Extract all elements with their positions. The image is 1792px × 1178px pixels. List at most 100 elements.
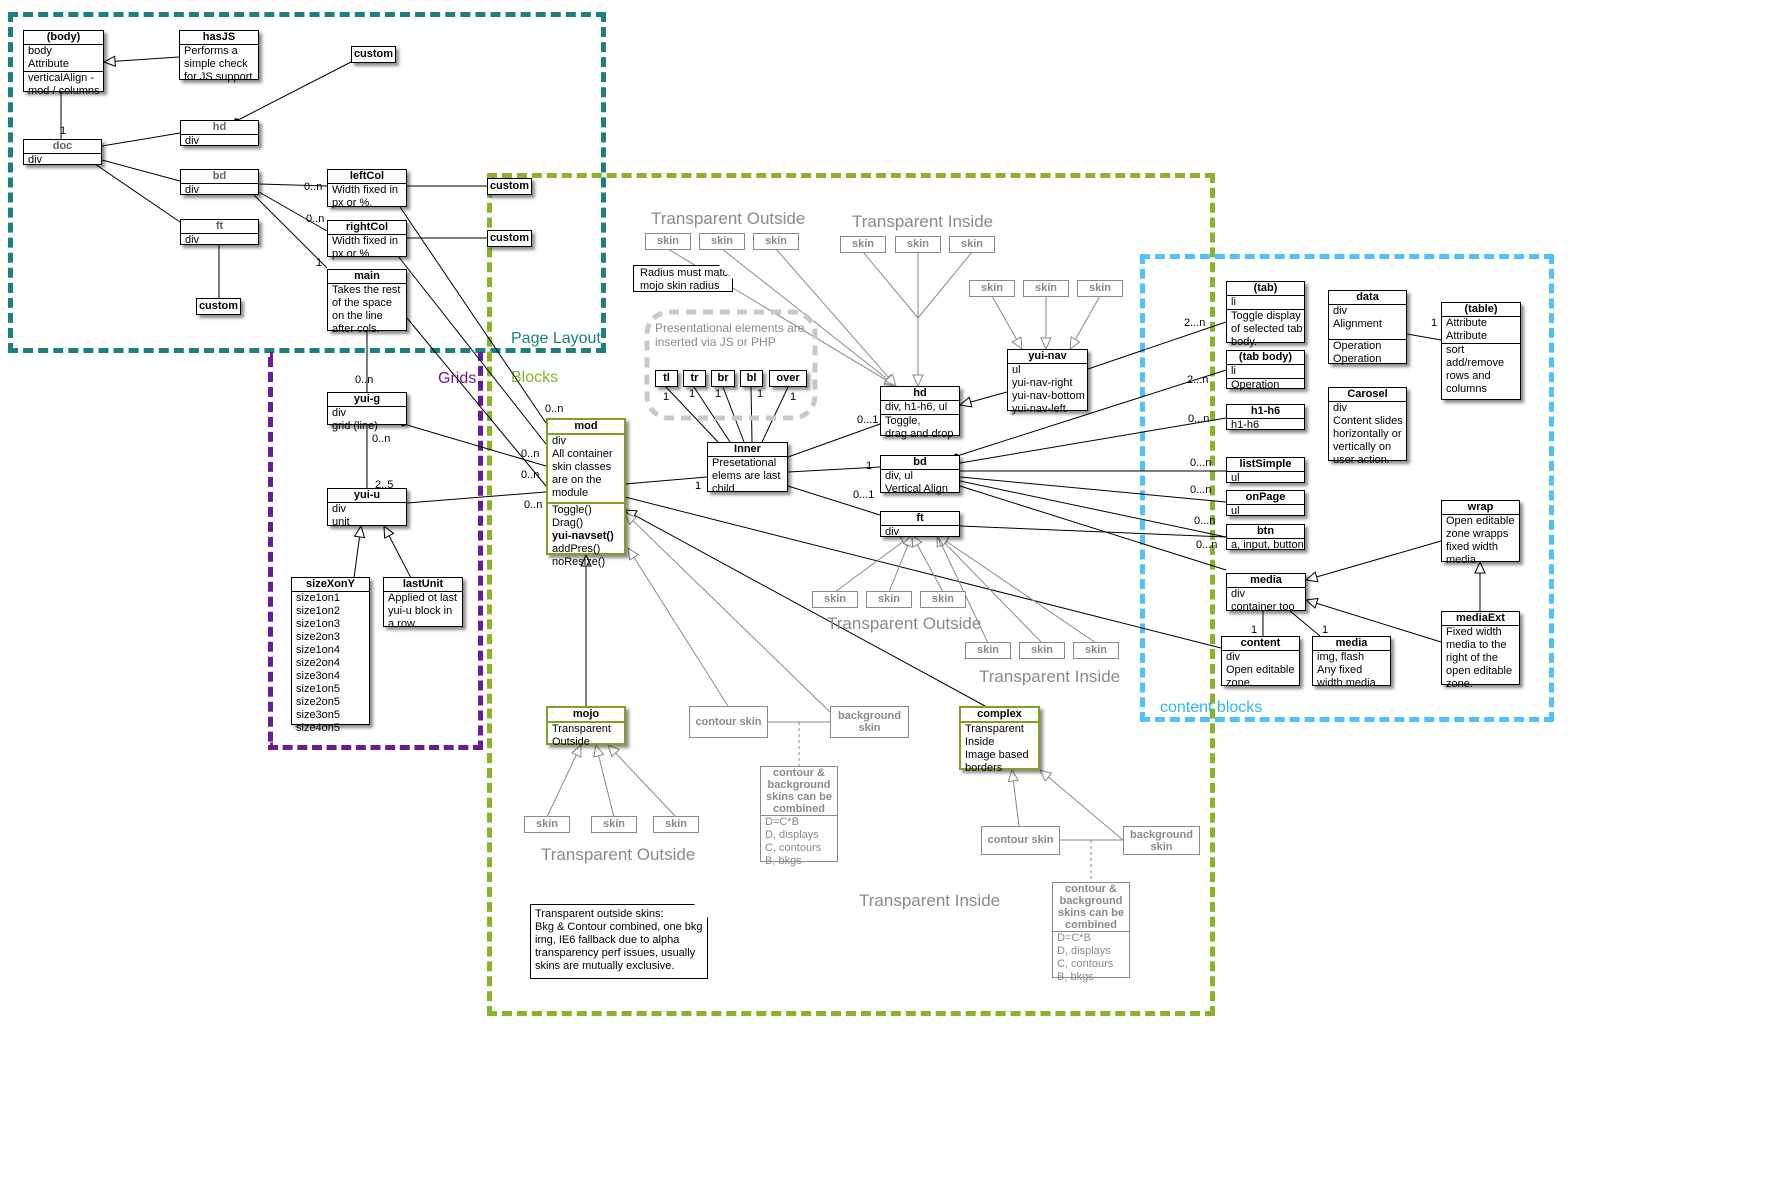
skin-chip: skin	[1019, 642, 1065, 659]
edge-tl-inner	[665, 386, 724, 448]
caption-transparent-inside-top: Transparent Inside	[852, 212, 994, 231]
caption-transparent-outside-mid: Transparent Outside	[827, 614, 982, 633]
mult-tl: 1	[663, 391, 670, 403]
mult-main-mod: 0..n	[521, 469, 540, 481]
bd-layout-class: bd div	[180, 169, 259, 196]
skin-chip: skin	[949, 236, 995, 253]
contour-skin-box-2: contour skin	[981, 826, 1060, 855]
skin-chip: skin	[840, 236, 886, 253]
edge-yuinav-hd	[958, 391, 1008, 408]
hd-layout-class: hd div	[180, 120, 259, 147]
mult-yuig-mod: 0..n	[521, 448, 540, 460]
blocks-region	[487, 173, 1215, 1016]
edge-bd-leftcol	[251, 180, 328, 187]
mult-bd-leftcol: 0..n	[304, 181, 323, 193]
caption-transparent-inside-bottom: Transparent Inside	[859, 891, 1001, 910]
skin-chip: skin	[965, 642, 1011, 659]
br-class: br	[711, 370, 735, 387]
mult-main-yuig: 0..n	[355, 374, 374, 386]
edge-leftcol-mod	[395, 200, 547, 424]
caption-transparent-inside-mid: Transparent Inside	[979, 667, 1121, 686]
custom-class-ft: custom	[196, 298, 241, 315]
edge-data-table	[1399, 330, 1442, 341]
combined-skin-box-2: contour & background skins can be combin…	[1052, 882, 1130, 983]
edge-over-inner	[757, 386, 789, 450]
skin-chip: skin	[969, 280, 1015, 297]
skin-chip: skin	[920, 591, 966, 608]
edge-wrap-media	[1304, 540, 1442, 583]
presentational-note: Presentational elements are inserted via…	[655, 321, 805, 349]
combined-skin-box-1: contour & background skins can be combin…	[760, 766, 838, 867]
mult-inner-ft: 0...1	[853, 489, 875, 501]
edge-media-bd	[952, 481, 1227, 571]
tab-body-class: (tab body) li Operation	[1226, 350, 1305, 391]
skin-chip: skin	[812, 591, 858, 608]
mult-tr: 1	[689, 388, 696, 400]
mult-inner-bd: 1	[866, 460, 873, 472]
skin-chip: skin	[699, 233, 745, 250]
mult-btn-b: 0...n	[1196, 539, 1218, 551]
ft-layout-class: ft div	[180, 219, 259, 246]
mult-over: 1	[790, 391, 797, 403]
page-layout-label: Page Layout	[511, 330, 601, 347]
ft-mod-class: ft div	[880, 511, 960, 538]
mult-mod-top: 0..n	[545, 403, 564, 415]
skin-chip: skin	[1073, 642, 1119, 659]
mult-h1h6: 0...n	[1188, 413, 1210, 425]
edge-bd-rightcol	[252, 187, 328, 232]
edge-br-inner	[722, 386, 749, 450]
edge-h1h6-bd	[952, 417, 1227, 467]
edge-mod-inner	[624, 476, 708, 485]
onpage-class: onPage ul	[1226, 490, 1305, 517]
caption-transparent-outside-top: Transparent Outside	[651, 209, 806, 228]
edge-bd-main	[248, 189, 328, 269]
tl-class: tl	[655, 370, 678, 387]
skin-chip: skin	[524, 816, 570, 833]
transparent-skins-note: Transparent outside skins: Bkg & Contour…	[530, 904, 708, 979]
background-skin-box-1: background skin	[830, 706, 909, 738]
mult-bd-rightcol: 0..n	[306, 213, 325, 225]
content-blocks-region	[1140, 254, 1554, 722]
skin-chip: skin	[895, 236, 941, 253]
edge-onpage-bd	[952, 473, 1227, 503]
edge-bl-inner	[749, 386, 756, 450]
mult-yuig-yuiu-b: 2..5	[375, 479, 394, 491]
mult-tab-body: 2...n	[1187, 374, 1209, 386]
edge-hd-custom	[232, 61, 352, 124]
presentational-dashed-region	[644, 309, 818, 421]
skin-chip: skin	[866, 591, 912, 608]
edge-main-mod	[401, 311, 547, 487]
edge-doc-hd	[94, 132, 181, 150]
custom-class-top: custom	[351, 46, 396, 63]
mult-inner-hd: 0...1	[857, 414, 879, 426]
edge-tabbody-bd	[952, 369, 1227, 460]
background-skin-box-2: background skin	[1123, 826, 1200, 855]
mult-btn-a: 0...n	[1194, 515, 1216, 527]
over-class: over	[769, 370, 807, 387]
radius-note: Radius must match mojo skin radius	[633, 265, 733, 292]
mult-bd-main: 1	[316, 257, 323, 269]
edge-doc-bd	[94, 156, 181, 182]
mult-bl: 1	[757, 388, 764, 400]
edge-tr-inner	[693, 386, 735, 449]
edge-mod-content	[624, 496, 1229, 652]
mult-yuiu-mod: 0..n	[524, 499, 543, 511]
mult-tab: 2...n	[1184, 317, 1206, 329]
tr-class: tr	[683, 370, 706, 387]
edge-btn-ft	[952, 522, 1227, 538]
mult-onpage: 0...n	[1190, 484, 1212, 496]
skin-chip: skin	[1077, 280, 1123, 297]
edge-inner-ft	[780, 481, 881, 516]
